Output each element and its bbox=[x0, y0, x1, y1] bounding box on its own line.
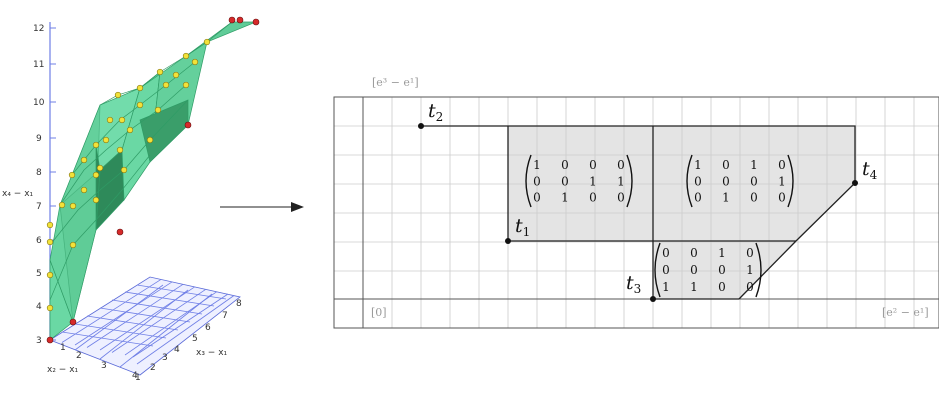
matrix-entry: 1 bbox=[718, 246, 726, 260]
matrix-entry: 1 bbox=[750, 158, 758, 172]
matrix-right-paren bbox=[626, 154, 633, 208]
matrix-entry: 0 bbox=[722, 158, 730, 172]
vertex-points bbox=[418, 123, 858, 302]
svg-text:2: 2 bbox=[150, 363, 156, 373]
x-axis-label: x₂ − x₁ bbox=[47, 365, 79, 375]
svg-text:7: 7 bbox=[222, 311, 228, 321]
corner-label-top-left: [e³ − e¹] bbox=[372, 76, 419, 89]
svg-text:7: 7 bbox=[36, 202, 42, 212]
point-t1 bbox=[505, 238, 511, 244]
matrix-entry: 1 bbox=[533, 158, 541, 172]
label-t4: t4 bbox=[862, 158, 878, 182]
yellow-points bbox=[46, 38, 211, 312]
depth-axis-ticks: 1 2 3 4 5 6 7 8 bbox=[135, 299, 242, 383]
matrix-entry: 0 bbox=[617, 158, 625, 172]
matrix-entry: 0 bbox=[533, 191, 541, 205]
left-3d-plot: 3 4 5 6 7 8 9 10 11 12 x₄ − x₁ bbox=[2, 16, 260, 383]
svg-text:8: 8 bbox=[236, 299, 242, 309]
matrix-entry: 1 bbox=[690, 280, 698, 294]
svg-text:10: 10 bbox=[33, 98, 45, 108]
matrix-entry: 0 bbox=[750, 174, 758, 188]
svg-text:9: 9 bbox=[36, 134, 42, 144]
point-t4 bbox=[852, 180, 858, 186]
depth-axis-label: x₃ − x₁ bbox=[196, 348, 228, 358]
matrix-entry: 1 bbox=[561, 191, 569, 205]
svg-text:5: 5 bbox=[36, 269, 42, 279]
svg-text:3: 3 bbox=[36, 336, 42, 346]
matrix-entry: 0 bbox=[722, 174, 730, 188]
matrix-2: 1 0 1 0 0 0 0 1 0 1 0 0 bbox=[686, 154, 794, 208]
red-points bbox=[46, 16, 260, 344]
matrix-entry: 1 bbox=[722, 191, 730, 205]
matrix-entry: 0 bbox=[617, 191, 625, 205]
svg-text:3: 3 bbox=[101, 361, 107, 371]
point-t3 bbox=[650, 296, 656, 302]
matrix-entry: 0 bbox=[778, 158, 786, 172]
z-axis-label: x₄ − x₁ bbox=[2, 189, 34, 199]
matrix-left-paren bbox=[686, 154, 693, 208]
svg-text:6: 6 bbox=[205, 323, 211, 333]
matrix-entry: 0 bbox=[746, 246, 754, 260]
label-t2: t2 bbox=[428, 100, 443, 124]
matrix-entry: 0 bbox=[561, 158, 569, 172]
point-t2 bbox=[418, 123, 424, 129]
matrix-entry: 1 bbox=[662, 280, 670, 294]
right-arrow-icon bbox=[220, 202, 304, 212]
matrix-1: 1 0 0 0 0 0 1 1 0 1 0 0 bbox=[525, 154, 633, 208]
matrix-entry: 0 bbox=[694, 174, 702, 188]
matrix-right-paren bbox=[787, 154, 794, 208]
matrix-entry: 0 bbox=[662, 263, 670, 277]
svg-text:3: 3 bbox=[162, 353, 168, 363]
svg-text:11: 11 bbox=[33, 60, 44, 70]
matrix-entry: 0 bbox=[746, 280, 754, 294]
matrix-entry: 0 bbox=[662, 246, 670, 260]
matrix-left-paren bbox=[654, 242, 661, 298]
corner-label-bottom-right: [e² − e¹] bbox=[882, 306, 929, 319]
matrix-entry: 0 bbox=[561, 174, 569, 188]
matrix-left-paren bbox=[525, 154, 532, 208]
matrix-entry: 0 bbox=[690, 263, 698, 277]
svg-text:4: 4 bbox=[174, 345, 180, 355]
frame-border bbox=[333, 96, 939, 329]
matrix-entry: 0 bbox=[690, 246, 698, 260]
svg-text:2: 2 bbox=[76, 351, 82, 361]
matrix-entry: 0 bbox=[718, 280, 726, 294]
matrix-entry: 0 bbox=[750, 191, 758, 205]
matrix-entry: 0 bbox=[589, 191, 597, 205]
floor-grid bbox=[49, 276, 241, 376]
region-outlines bbox=[421, 125, 856, 300]
matrix-right-paren bbox=[755, 242, 762, 298]
label-t1: t1 bbox=[515, 215, 530, 239]
x-axis-ticks: 1 2 3 4 bbox=[60, 343, 138, 381]
matrix-entry: 1 bbox=[746, 263, 754, 277]
matrix-entry: 0 bbox=[718, 263, 726, 277]
svg-text:1: 1 bbox=[135, 373, 141, 383]
svg-text:12: 12 bbox=[33, 24, 44, 34]
matrix-entry: 1 bbox=[589, 174, 597, 188]
matrix-entry: 1 bbox=[778, 174, 786, 188]
matrix-entry: 0 bbox=[778, 191, 786, 205]
matrix-entry: 0 bbox=[533, 174, 541, 188]
label-t3: t3 bbox=[626, 272, 641, 296]
svg-text:4: 4 bbox=[36, 302, 42, 312]
svg-text:8: 8 bbox=[36, 168, 42, 178]
corner-label-bottom-left: [0] bbox=[371, 306, 387, 319]
matrix-entry: 1 bbox=[617, 174, 625, 188]
svg-text:4: 4 bbox=[132, 371, 138, 381]
region-left bbox=[508, 126, 653, 241]
matrices: 1 0 0 0 0 0 1 1 0 1 0 0 1 0 1 0 0 0 0 1 0 1 0 0 0 0 1 0 0 0 0 1 1 1 0 0 bbox=[525, 154, 794, 298]
matrix-entry: 1 bbox=[694, 158, 702, 172]
svg-text:1: 1 bbox=[60, 343, 66, 353]
svg-text:5: 5 bbox=[192, 334, 198, 344]
matrix-entry: 0 bbox=[694, 191, 702, 205]
matrix-entry: 0 bbox=[589, 158, 597, 172]
matrix-3: 0 0 1 0 0 0 0 1 1 1 0 0 bbox=[654, 242, 762, 298]
svg-text:6: 6 bbox=[36, 236, 42, 246]
